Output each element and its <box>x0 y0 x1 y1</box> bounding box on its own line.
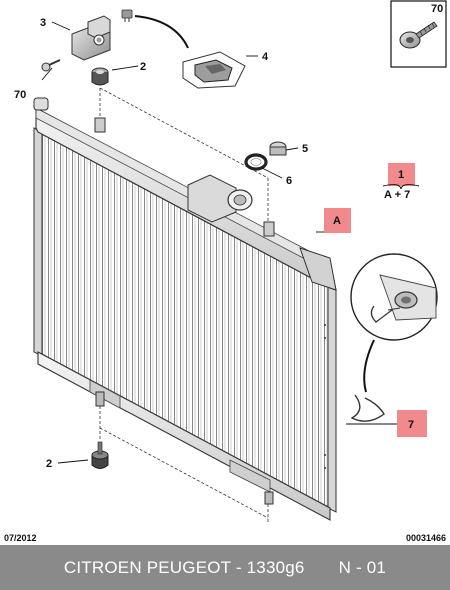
callout-4: 4 <box>262 51 269 63</box>
sheet-number: N - 01 <box>338 557 387 577</box>
clip-to-detail-leader <box>134 15 189 49</box>
callout-a: A <box>333 215 341 227</box>
rubber-mount-top-part <box>91 67 109 86</box>
callout-5: 5 <box>302 143 308 155</box>
callout-a-plus-7: A + 7 <box>384 189 410 201</box>
drain-plug-part <box>269 141 299 156</box>
callout-3: 3 <box>40 17 46 29</box>
document-number: 00031466 <box>405 533 446 543</box>
callout-2-bottom: 2 <box>46 458 52 470</box>
callout-1: 1 <box>398 169 404 181</box>
radiator-top-tank <box>33 97 337 291</box>
rubber-mount-bottom-part <box>91 441 109 469</box>
part-info-bar: CITROEN PEUGEOT - 1330g6 N - 01 <box>0 545 450 590</box>
top-mount-guide-lines <box>99 87 269 222</box>
diagram-date: 07/2012 <box>4 533 37 543</box>
callout-1-brace <box>382 184 420 190</box>
callout-2-top: 2 <box>140 61 146 73</box>
callout-70-left: 70 <box>14 89 26 101</box>
screw-part-left <box>41 59 61 72</box>
radiator-bottom-tank <box>37 351 331 521</box>
callout-7: 7 <box>408 419 414 431</box>
callout-70-box: 70 <box>431 3 443 15</box>
callout-6: 6 <box>286 175 292 187</box>
bracket-part <box>71 15 111 61</box>
part-title: CITROEN PEUGEOT - 1330g6 <box>63 557 305 577</box>
detail-circle-leader <box>363 339 375 393</box>
magnified-detail-circle <box>350 253 438 341</box>
bottom-mount-guide-lines <box>99 406 269 522</box>
retaining-clip-part <box>350 394 385 422</box>
clip-part <box>121 9 133 22</box>
callout-a-highlight <box>324 208 351 233</box>
seal-detail-part <box>182 51 246 89</box>
callout-1-highlight <box>388 163 415 186</box>
screw-detail-box <box>390 0 447 68</box>
callout-7-highlight <box>397 410 427 437</box>
callout-leader-lines <box>41 21 398 464</box>
radiator-exploded-diagram: 3 2 4 70 5 6 1 A + 7 A 7 2 70 <box>14 0 447 522</box>
o-ring-part <box>244 153 268 171</box>
